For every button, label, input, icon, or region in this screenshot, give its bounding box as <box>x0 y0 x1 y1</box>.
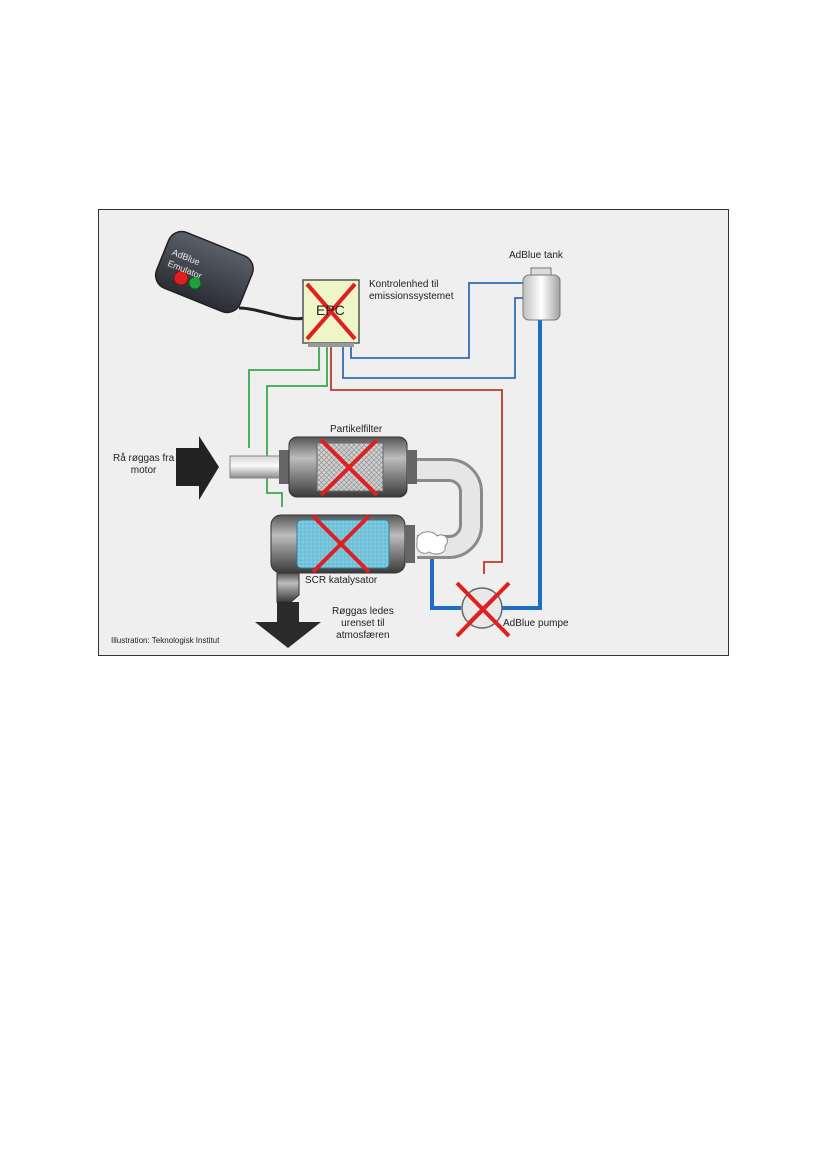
scr-outlet-pipe <box>276 572 300 603</box>
ecu-unit <box>302 279 360 347</box>
tank-body <box>522 274 561 321</box>
outlet-arrow <box>255 602 321 648</box>
ecu-label: EPC <box>316 302 345 318</box>
scr-label: SCR katalysator <box>305 575 378 586</box>
emulator-red-light <box>173 270 189 286</box>
scr-cross <box>311 514 371 574</box>
green-wire-lower <box>266 345 328 507</box>
scr-catalyst <box>270 514 415 603</box>
pf-flange-right <box>407 450 417 484</box>
inlet-arrow <box>176 436 219 500</box>
scr-flange-right <box>405 525 415 563</box>
adblue-pump-label: AdBlue pumpe <box>503 618 569 629</box>
tank-cap <box>530 267 552 276</box>
particle-filter-label: Partikelfilter <box>330 424 383 435</box>
adblue-pump <box>455 581 511 638</box>
green-wire-upper <box>248 345 320 448</box>
inlet-pipe <box>229 455 283 479</box>
signal-wires <box>248 282 523 574</box>
ecu-connector <box>308 343 354 347</box>
ecu-cross <box>305 282 357 341</box>
blue-wire-upper <box>342 297 523 379</box>
tank-to-pump-pipe <box>502 320 542 610</box>
diagram-svg <box>154 230 561 648</box>
control-unit-label: Kontrolenhed til emissionssystemet <box>369 279 454 302</box>
diagram-figure: AdBlue Emulator EPC Kontrolenhed til emi… <box>98 209 729 656</box>
raw-exhaust-label: Rå røggas fra motor <box>113 453 175 476</box>
emulator-cable <box>238 306 312 322</box>
adblue-tank <box>522 267 561 321</box>
pf-flange-left <box>279 450 289 484</box>
pf-cross <box>319 438 379 497</box>
blue-wire-lower <box>350 282 523 359</box>
particle-filter <box>279 436 417 498</box>
adblue-tank-label: AdBlue tank <box>509 250 563 261</box>
pump-cross <box>455 581 511 638</box>
u-bend-pipe-highlight <box>417 461 480 556</box>
emulator-green-light <box>188 276 202 290</box>
red-wire <box>330 345 503 574</box>
adblue-emulator <box>154 230 312 322</box>
illustration-credit: Illustration: Teknologisk Institut <box>111 636 220 645</box>
outlet-label: Røggas ledes urenset til atmosfæren <box>332 606 394 641</box>
emulator-body <box>154 230 254 314</box>
adblue-spray <box>416 531 448 555</box>
